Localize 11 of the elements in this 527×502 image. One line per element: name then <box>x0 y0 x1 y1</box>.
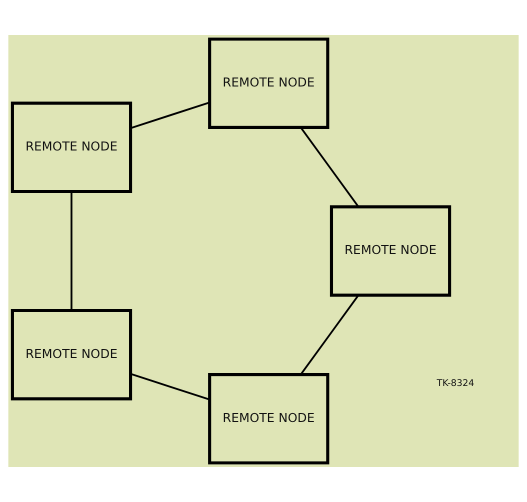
node-box: REMOTE NODE <box>208 373 330 464</box>
label: TK-8324 <box>436 378 474 389</box>
connector <box>300 294 359 375</box>
node-box: REMOTE NODE <box>330 205 452 297</box>
node-box: REMOTE NODE <box>208 38 330 129</box>
node-box: REMOTE NODE <box>10 102 132 194</box>
connector <box>130 373 210 400</box>
connector <box>130 102 210 129</box>
connector <box>300 127 359 208</box>
node-box: REMOTE NODE <box>10 308 132 400</box>
connector <box>70 192 72 310</box>
